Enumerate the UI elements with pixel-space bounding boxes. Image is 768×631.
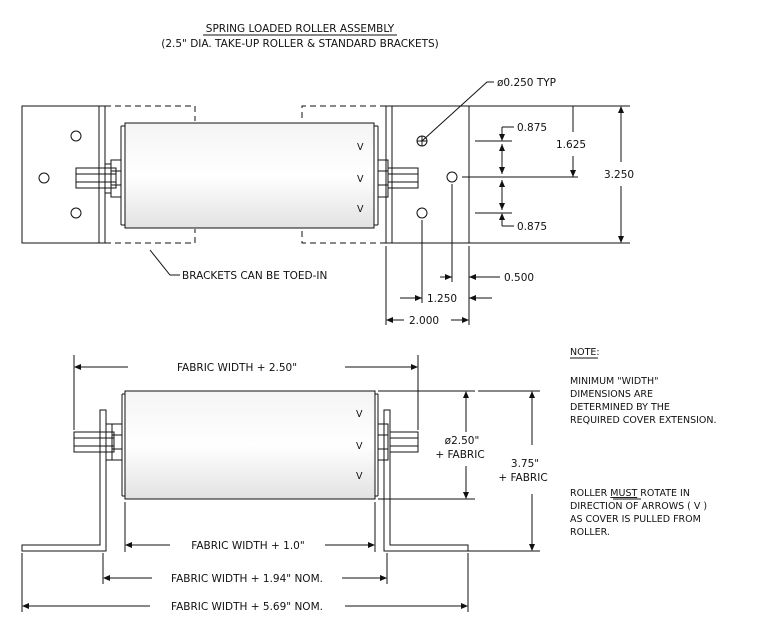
- roller-top-view: [124, 122, 375, 229]
- note2-line1-a: ROLLER: [570, 488, 610, 499]
- dim-1250: 1.250: [427, 293, 457, 305]
- top-view: V V V ø0.250 TYP 0.8: [21, 77, 634, 327]
- bracket-note: BRACKETS CAN BE TOED-IN: [182, 270, 327, 282]
- roller-arrow-mark-b2: V: [356, 441, 363, 452]
- dim-fabric-10: FABRIC WIDTH + 1.0": [191, 540, 304, 552]
- right-bracket-hole-mid: [446, 171, 458, 183]
- hole-callout: ø0.250 TYP: [497, 77, 556, 89]
- roller-arrow-mark-2: V: [357, 174, 364, 185]
- roller-arrow-mark-3: V: [357, 204, 364, 215]
- left-bracket-hole-top: [70, 130, 82, 142]
- dim-diameter-line1: ø2.50": [445, 435, 480, 447]
- title-line-2: (2.5" DIA. TAKE-UP ROLLER & STANDARD BRA…: [161, 38, 439, 50]
- note2-line3: AS COVER IS PULLED FROM: [570, 514, 701, 525]
- left-toed-bracket-outline-bottom: [105, 229, 196, 244]
- left-bracket-hole-mid: [38, 172, 50, 184]
- bottom-view: V V V FABRIC WIDTH + 2.50" FABRIC WIDTH …: [21, 355, 548, 613]
- note2-line1-must: MUST: [610, 488, 637, 499]
- left-shaft: [75, 167, 117, 189]
- left-l-bracket: [21, 409, 107, 552]
- roller-arrow-mark-b3: V: [356, 471, 363, 482]
- note-heading: NOTE:: [570, 347, 600, 358]
- note2-line1-c: ROTATE IN: [637, 488, 690, 499]
- dim-fabric-194: FABRIC WIDTH + 1.94" NOM.: [171, 573, 323, 585]
- note2-line4: ROLLER.: [570, 527, 610, 538]
- note1-line2: DIMENSIONS ARE: [570, 389, 653, 400]
- dim-2000: 2.000: [409, 315, 439, 327]
- right-l-bracket: [383, 409, 469, 552]
- dim-fabric-569: FABRIC WIDTH + 5.69" NOM.: [171, 601, 323, 613]
- note1-line3: DETERMINED BY THE: [570, 402, 670, 413]
- dim-0875-bottom: 0.875: [517, 221, 547, 233]
- dim-3250: 3.250: [604, 169, 634, 181]
- roller-arrow-mark-1: V: [357, 142, 364, 153]
- dim-height-line1: 3.75": [511, 458, 539, 470]
- left-toed-bracket-outline: [105, 105, 196, 121]
- note1-line1: MINIMUM "WIDTH": [570, 376, 658, 387]
- right-toed-bracket-outline: [301, 105, 386, 121]
- note2-line1: ROLLER MUST ROTATE IN: [570, 488, 690, 499]
- right-shaft: [387, 167, 419, 189]
- left-bracket-hole-bottom: [70, 207, 82, 219]
- dim-diameter-line2: + FABRIC: [435, 449, 484, 461]
- left-shaft-bottom: [73, 431, 115, 453]
- dim-0500: 0.500: [504, 272, 534, 284]
- dim-0875-top: 0.875: [517, 122, 547, 134]
- note2-line2: DIRECTION OF ARROWS ( V ): [570, 501, 707, 512]
- right-shaft-bottom: [389, 431, 419, 453]
- title-line-1: SPRING LOADED ROLLER ASSEMBLY: [206, 23, 395, 35]
- right-bracket-hole-bottom: [416, 207, 428, 219]
- roller-bottom-view: [124, 390, 376, 500]
- roller-arrow-mark-b1: V: [356, 409, 363, 420]
- dim-height-line2: + FABRIC: [498, 472, 547, 484]
- dim-1625: 1.625: [556, 139, 586, 151]
- dim-fabric-250: FABRIC WIDTH + 2.50": [177, 362, 297, 374]
- note1-line4: REQUIRED COVER EXTENSION.: [570, 415, 717, 426]
- notes-block: NOTE: MINIMUM "WIDTH" DIMENSIONS ARE DET…: [570, 347, 717, 538]
- right-toed-bracket-outline-bottom: [301, 229, 386, 244]
- right-bracket-face: [391, 105, 470, 244]
